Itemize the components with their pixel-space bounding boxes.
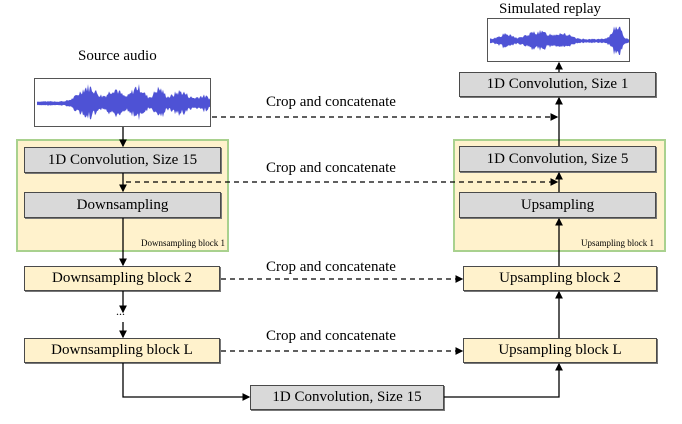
decoder-conv-size-5: 1D Convolution, Size 5 — [459, 146, 656, 172]
skip-label-1: Crop and concatenate — [266, 94, 396, 110]
simulated-replay-label: Simulated replay — [499, 1, 602, 17]
downsampling-block-2: Downsampling block 2 — [24, 266, 220, 291]
upsampling-block-2: Upsampling block 2 — [463, 266, 657, 291]
skip-label-4: Crop and concatenate — [266, 328, 396, 344]
source-audio-waveform — [34, 78, 211, 127]
source-audio-label: Source audio — [78, 48, 157, 64]
simulated-replay-waveform — [487, 18, 630, 62]
arrow-blockL-to-bottleneck — [122, 363, 251, 401]
skip-label-2: Crop and concatenate — [266, 160, 396, 176]
final-conv-size-1: 1D Convolution, Size 1 — [459, 72, 656, 97]
encoder-conv-size-15: 1D Convolution, Size 15 — [24, 147, 221, 173]
upsampling-block-l: Upsampling block L — [463, 338, 657, 363]
upsampling-block-1-label: Upsampling block 1 — [581, 238, 654, 248]
downsampling-block-1-label: Downsampling block 1 — [141, 238, 225, 248]
arrow-bottleneck-to-upL — [444, 362, 563, 398]
upsampling-op: Upsampling — [459, 192, 656, 218]
downsampling-op: Downsampling — [24, 192, 221, 218]
bottleneck-conv-size-15: 1D Convolution, Size 15 — [250, 385, 444, 410]
waveform-icon — [37, 83, 210, 121]
downsampling-block-l: Downsampling block L — [24, 338, 220, 363]
skip-label-3: Crop and concatenate — [266, 259, 396, 275]
waveform-icon — [490, 26, 629, 55]
